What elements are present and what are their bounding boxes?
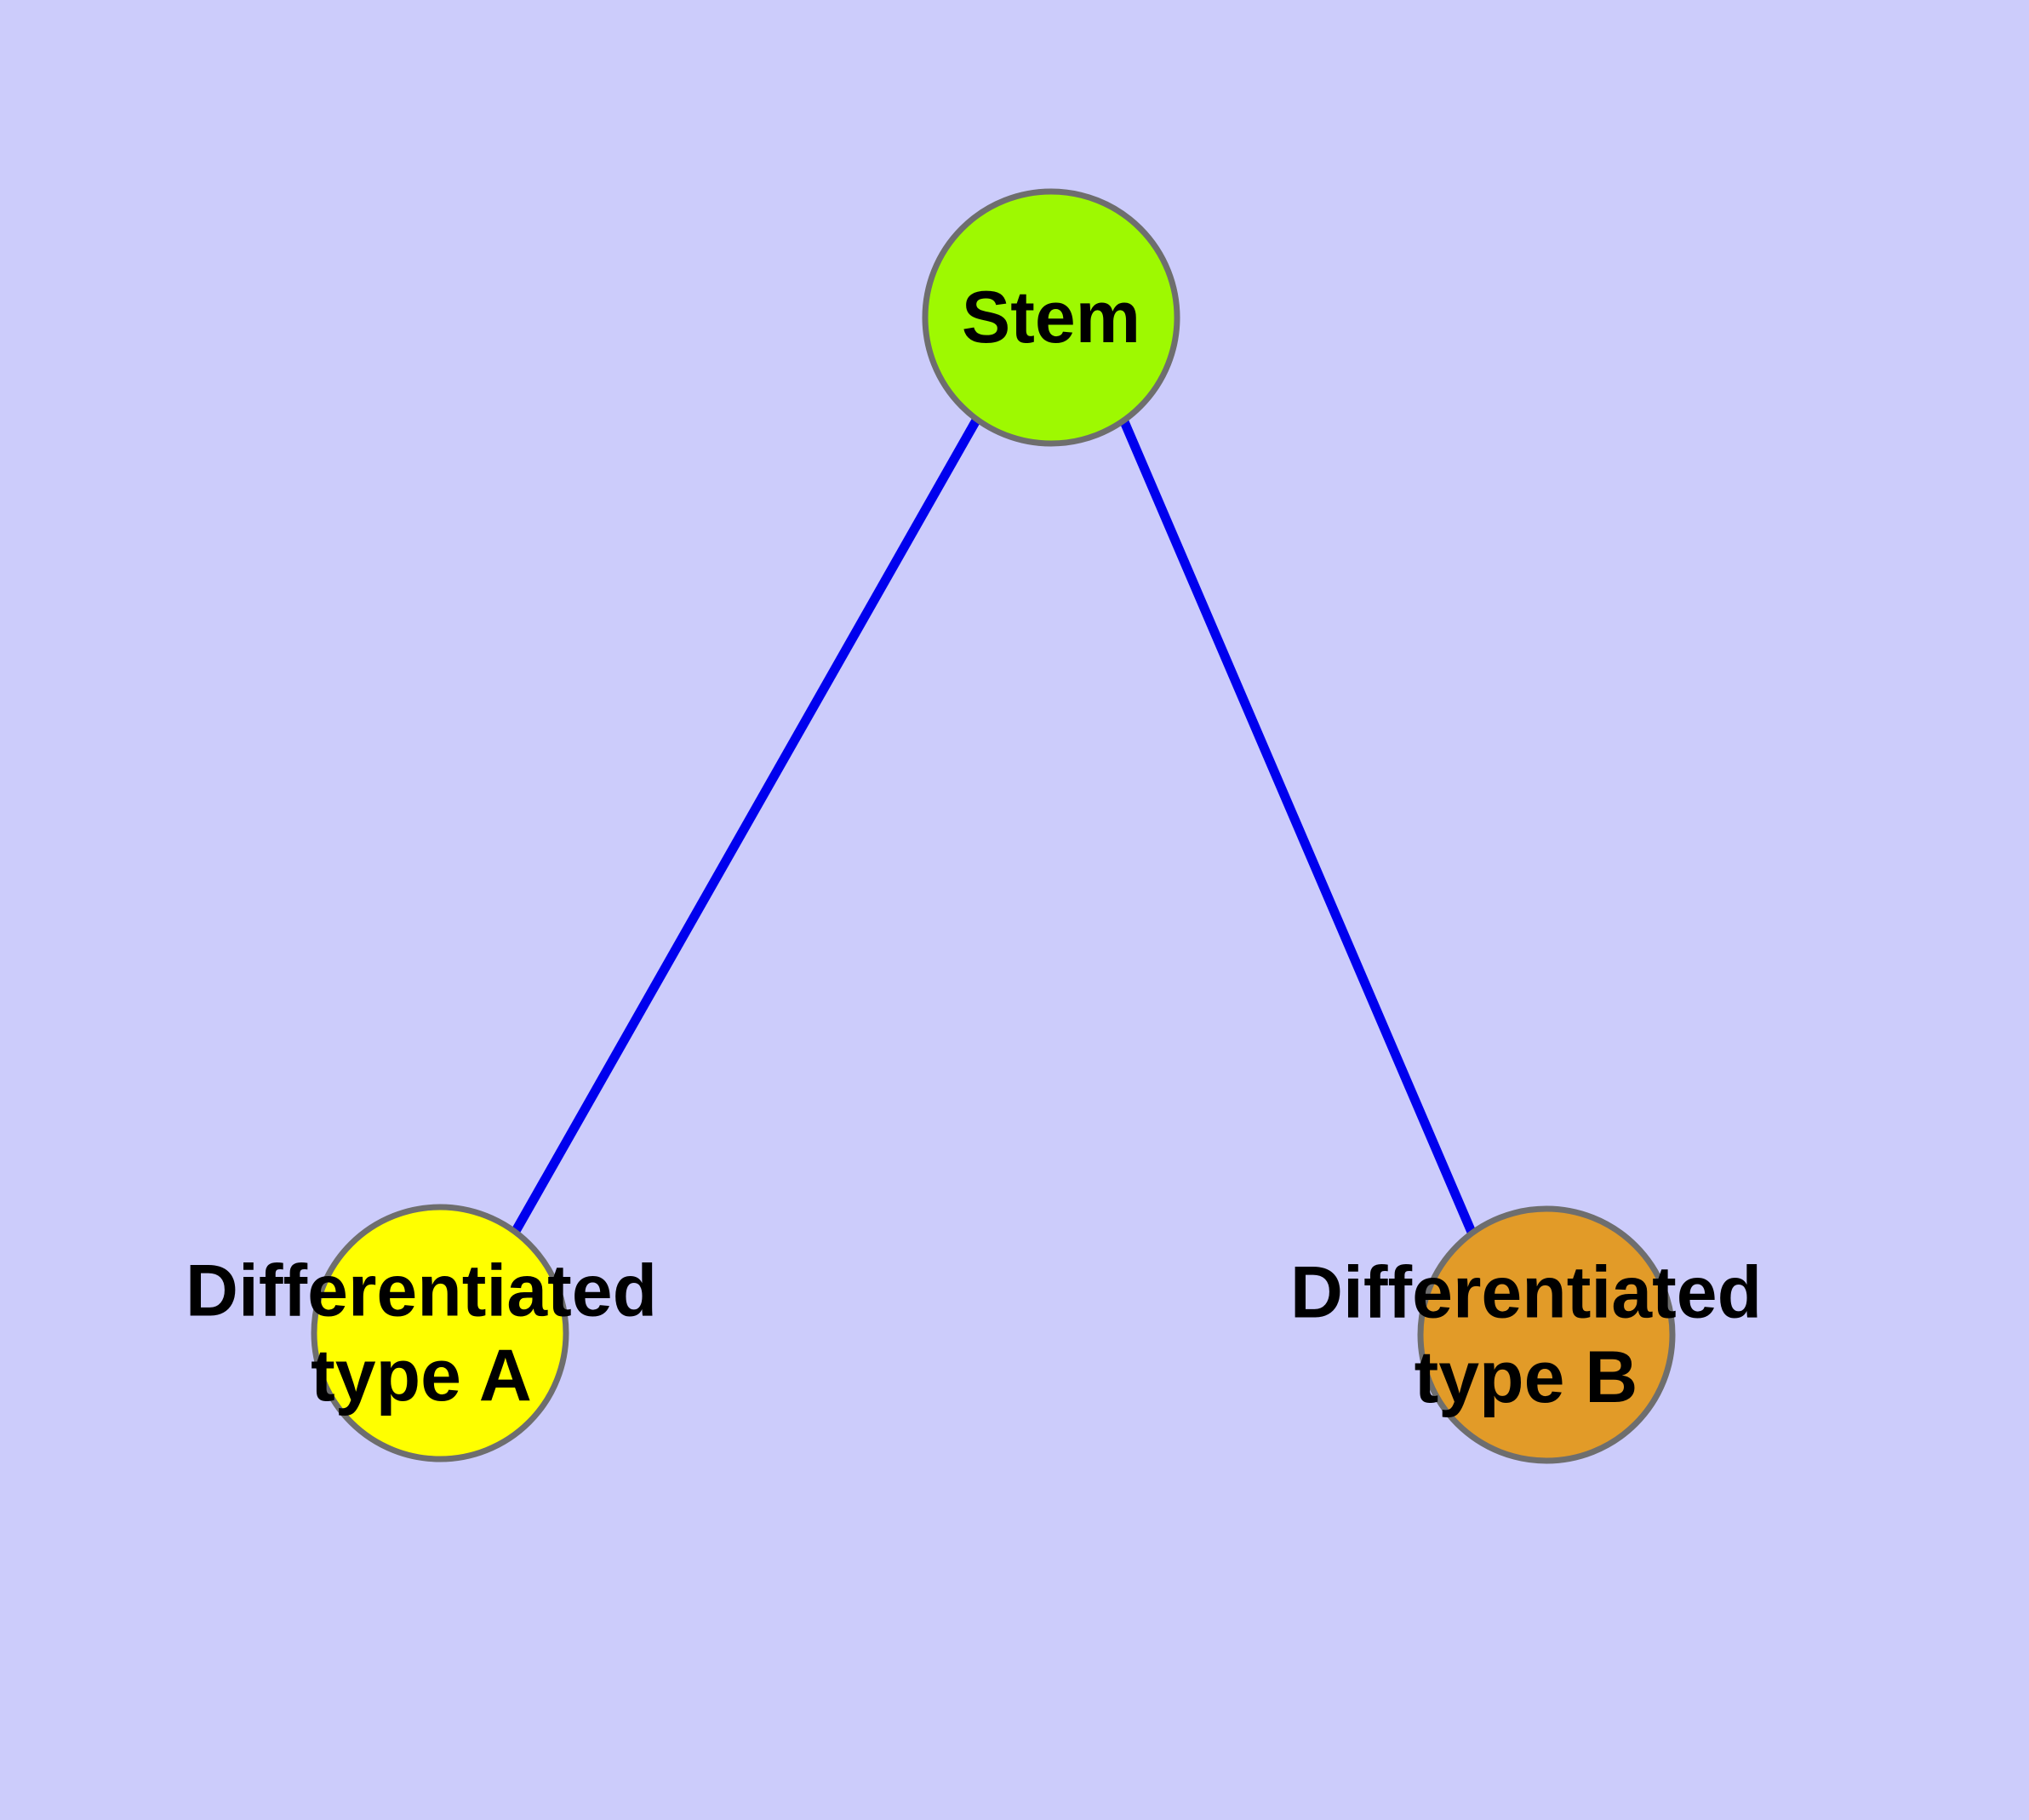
node-diff-type-b[interactable] (1417, 1205, 1676, 1464)
node-label-line: type A (311, 1335, 532, 1417)
node-label-line: type B (1415, 1336, 1638, 1418)
node-label-line: Stem (962, 277, 1140, 358)
node-stem[interactable] (922, 188, 1180, 447)
edge-stem-to-type-a[interactable] (512, 416, 981, 1233)
edges-group (512, 416, 1478, 1239)
node-diff-type-a[interactable] (311, 1204, 569, 1462)
edge-stem-to-type-b[interactable] (1118, 417, 1478, 1239)
nodes-group (311, 188, 1676, 1464)
node-label-line: Differentiated (1290, 1251, 1762, 1333)
node-label-line: Differentiated (186, 1250, 657, 1331)
node-label-stem: Stem (962, 277, 1140, 358)
